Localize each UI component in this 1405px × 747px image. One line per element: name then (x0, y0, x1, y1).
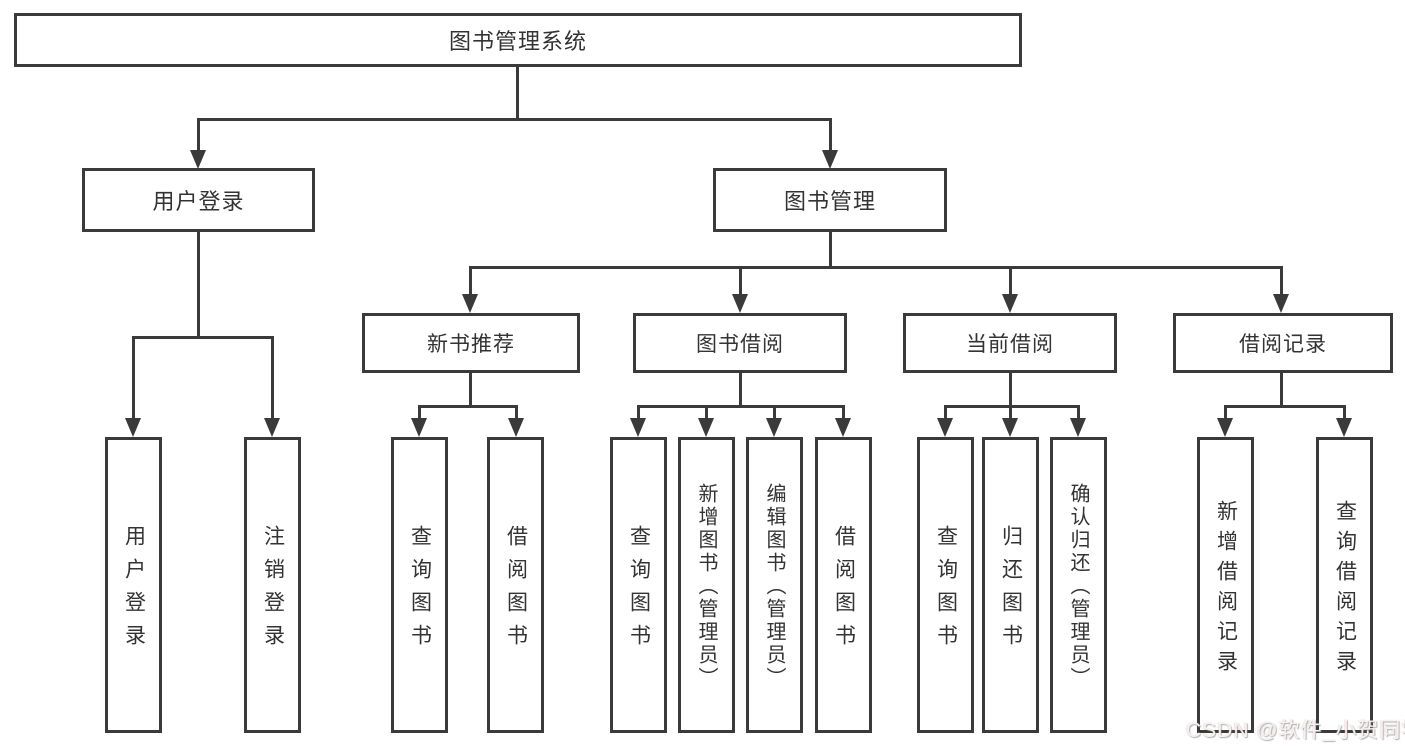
arrow-down-icon (190, 150, 206, 169)
connector-drop (418, 405, 421, 420)
connector-current-borrow-hline (944, 405, 1080, 408)
leaf-borrow-book-recommend: 借阅图书 (487, 437, 544, 733)
leaf-borrow-book: 借阅图书 (815, 437, 872, 733)
connector-drop (773, 405, 776, 420)
connector-new-book-stem (469, 371, 472, 407)
connector-borrow-record-stem (1280, 371, 1283, 407)
arrow-down-icon (1217, 418, 1233, 437)
connector-drop (842, 405, 845, 420)
leaf-confirm-return-admin: 确认归还（管理员） (1050, 437, 1107, 733)
connector-drop (132, 336, 135, 420)
node-book-mgmt: 图书管理 (713, 168, 947, 232)
connector-borrow-record-hline (1224, 405, 1345, 408)
connector-new-book-hline (418, 405, 518, 408)
arrow-down-icon (508, 418, 524, 437)
connector-user-login-stem (197, 231, 200, 339)
connector-book-borrow-stem (739, 371, 742, 407)
leaf-query-book-recommend: 查询图书 (391, 437, 448, 733)
connector-book-mgmt-hline (469, 266, 1283, 269)
arrow-down-icon (1002, 418, 1018, 437)
arrow-down-icon (125, 418, 141, 437)
connector-book-borrow-hline (637, 405, 845, 408)
arrow-down-icon (630, 418, 646, 437)
connector-drop (1343, 405, 1346, 420)
connector-drop (1009, 405, 1012, 420)
node-new-book-recommend: 新书推荐 (362, 313, 580, 373)
connector-drop (637, 405, 640, 420)
arrow-down-icon (1002, 294, 1018, 313)
leaf-user-login: 用户登录 (105, 437, 162, 733)
connector-drop (271, 336, 274, 420)
leaf-query-book-borrow: 查询图书 (610, 437, 667, 733)
leaf-edit-book-admin: 编辑图书（管理员） (746, 437, 803, 733)
leaf-return-book: 归还图书 (982, 437, 1039, 733)
node-current-borrow: 当前借阅 (903, 313, 1117, 373)
arrow-down-icon (264, 418, 280, 437)
arrow-down-icon (698, 418, 714, 437)
leaf-query-borrow-record: 查询借阅记录 (1316, 437, 1373, 733)
connector-book-mgmt-stem (829, 231, 832, 268)
arrow-down-icon (766, 418, 782, 437)
connector-drop (739, 266, 742, 295)
node-user-login: 用户登录 (82, 168, 315, 232)
csdn-watermark: CSDN @软件_小贺同学 (1186, 719, 1405, 742)
connector-drop (1009, 266, 1012, 295)
leaf-add-book-admin: 新增图书（管理员） (678, 437, 735, 733)
node-borrow-record: 借阅记录 (1173, 313, 1393, 373)
connector-user-login-hline (132, 336, 274, 339)
connector-drop (515, 405, 518, 420)
arrow-down-icon (937, 418, 953, 437)
node-root: 图书管理系统 (14, 13, 1022, 67)
connector-current-borrow-stem (1009, 371, 1012, 407)
arrow-down-icon (1070, 418, 1086, 437)
arrow-down-icon (411, 418, 427, 437)
arrow-down-icon (732, 294, 748, 313)
connector-drop (469, 266, 472, 295)
connector-drop (1077, 405, 1080, 420)
arrow-down-icon (1273, 294, 1289, 313)
connector-drop (1224, 405, 1227, 420)
leaf-add-borrow-record: 新增借阅记录 (1197, 437, 1254, 733)
arrow-down-icon (835, 418, 851, 437)
connector-drop (944, 405, 947, 420)
connector-root-hline (197, 118, 832, 121)
connector-drop (1280, 266, 1283, 295)
connector-drop-user-login (197, 118, 200, 152)
connector-drop (705, 405, 708, 420)
connector-root-stem (516, 66, 519, 119)
leaf-query-book-current: 查询图书 (917, 437, 974, 733)
arrow-down-icon (822, 150, 838, 169)
arrow-down-icon (1336, 418, 1352, 437)
connector-drop-book-mgmt (829, 118, 832, 152)
arrow-down-icon (462, 294, 478, 313)
node-book-borrow: 图书借阅 (633, 313, 847, 373)
leaf-logout: 注销登录 (244, 437, 301, 733)
